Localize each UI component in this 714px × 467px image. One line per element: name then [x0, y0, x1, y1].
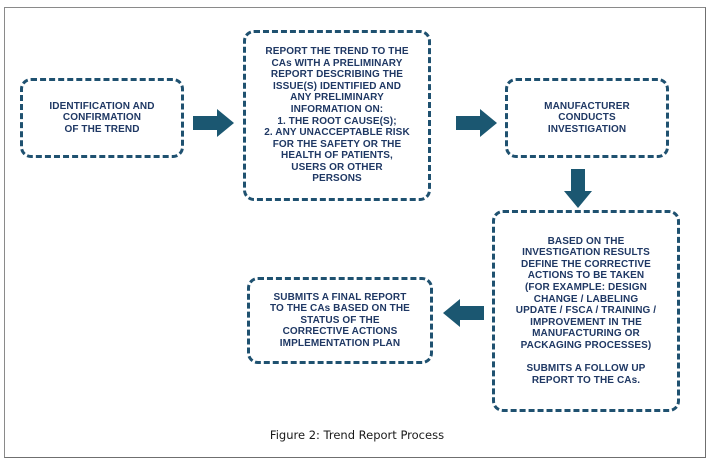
flow-node-identification-and-confirmation: IDENTIFICATION AND CONFIRMATION OF THE T…: [20, 78, 184, 158]
arrow-down-icon: [563, 169, 593, 209]
arrow-right-icon: [456, 108, 498, 138]
arrow-left-icon: [443, 298, 485, 328]
flow-node-manufacturer-conducts-investigation: MANUFACTURER CONDUCTS INVESTIGATION: [505, 78, 669, 158]
flow-node-label: MANUFACTURER CONDUCTS INVESTIGATION: [544, 100, 630, 135]
flow-node-label: IDENTIFICATION AND CONFIRMATION OF THE T…: [49, 100, 155, 135]
flow-node-define-corrective-actions: BASED ON THE INVESTIGATION RESULTS DEFIN…: [492, 210, 680, 412]
flow-node-report-the-trend-to-cas: REPORT THE TREND TO THE CAs WITH A PRELI…: [243, 30, 431, 201]
figure-caption: Figure 2: Trend Report Process: [269, 428, 445, 442]
flow-node-label: SUBMITS A FINAL REPORT TO THE CAs BASED …: [270, 291, 410, 349]
flow-node-label: BASED ON THE INVESTIGATION RESULTS DEFIN…: [515, 235, 657, 386]
flow-node-submits-final-report: SUBMITS A FINAL REPORT TO THE CAs BASED …: [247, 277, 433, 364]
flow-node-label: REPORT THE TREND TO THE CAs WITH A PRELI…: [264, 45, 410, 185]
arrow-right-icon: [193, 108, 235, 138]
